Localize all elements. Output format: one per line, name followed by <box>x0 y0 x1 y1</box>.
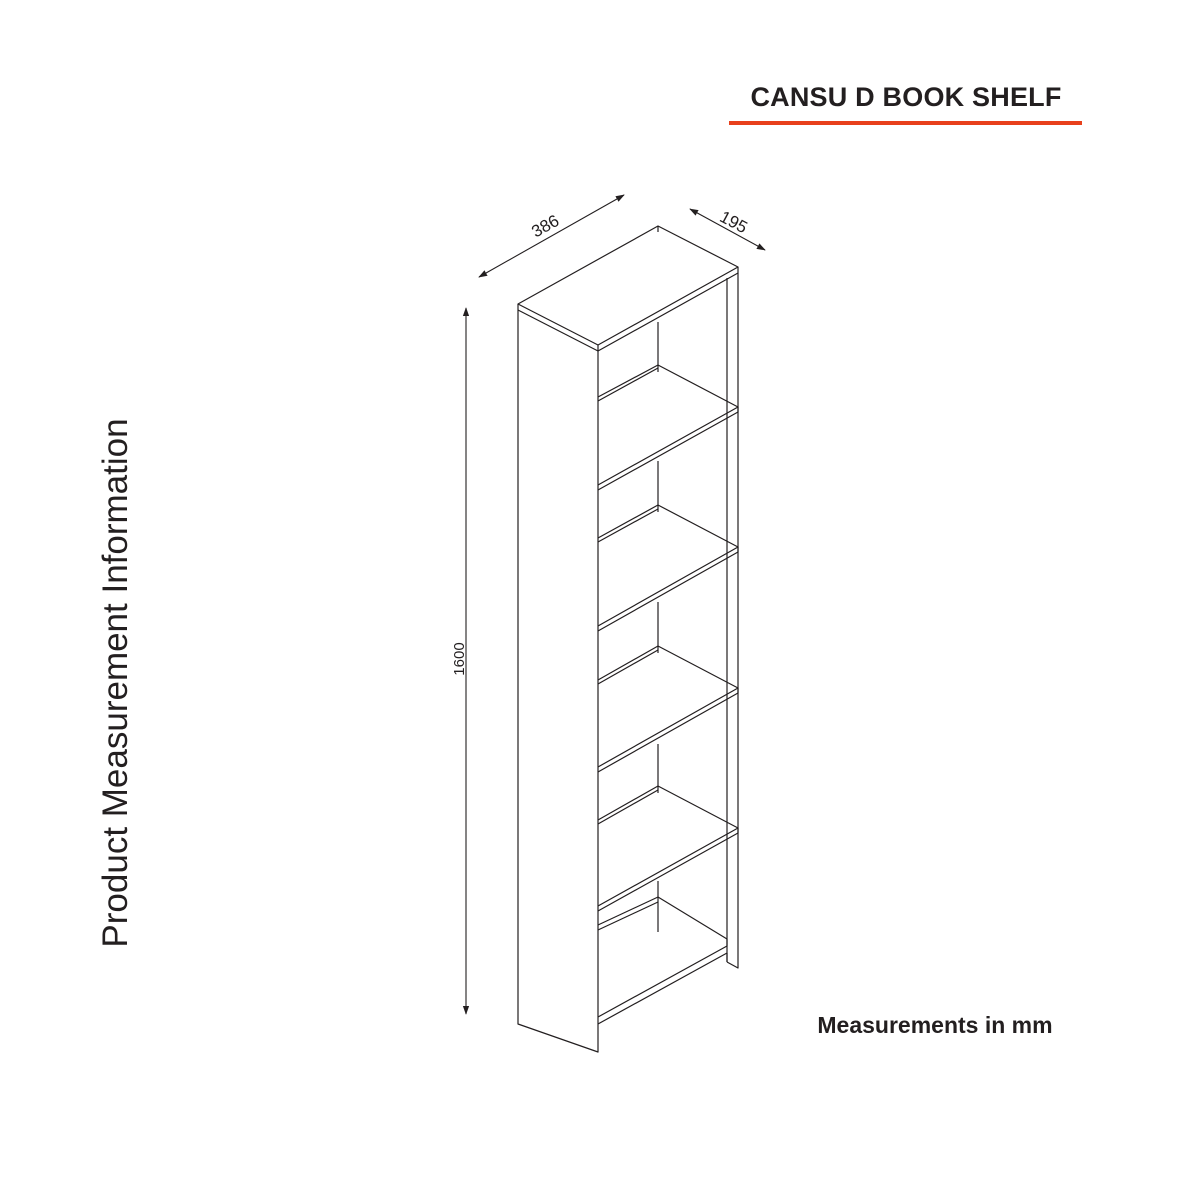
shelf-3 <box>597 645 739 768</box>
shelf-4 <box>597 785 739 907</box>
title-underline <box>729 121 1082 125</box>
bookshelf-outline <box>517 225 739 1053</box>
height-dimension-label: 1600 <box>451 642 468 675</box>
depth-dimension-line <box>689 208 766 251</box>
left-side-panel <box>517 310 599 1053</box>
right-side-panel <box>726 273 739 969</box>
width-dimension-label: 386 <box>528 211 562 241</box>
product-title: CANSU D BOOK SHELF <box>750 82 1062 112</box>
depth-dimension-label: 195 <box>717 207 751 237</box>
dimension-lines <box>462 194 766 1015</box>
width-dimension-line <box>478 194 625 278</box>
shelf-2 <box>597 504 739 627</box>
units-note: Measurements in mm <box>817 1012 1053 1038</box>
shelf-1 <box>597 364 739 486</box>
bottom-shelf <box>597 896 728 940</box>
